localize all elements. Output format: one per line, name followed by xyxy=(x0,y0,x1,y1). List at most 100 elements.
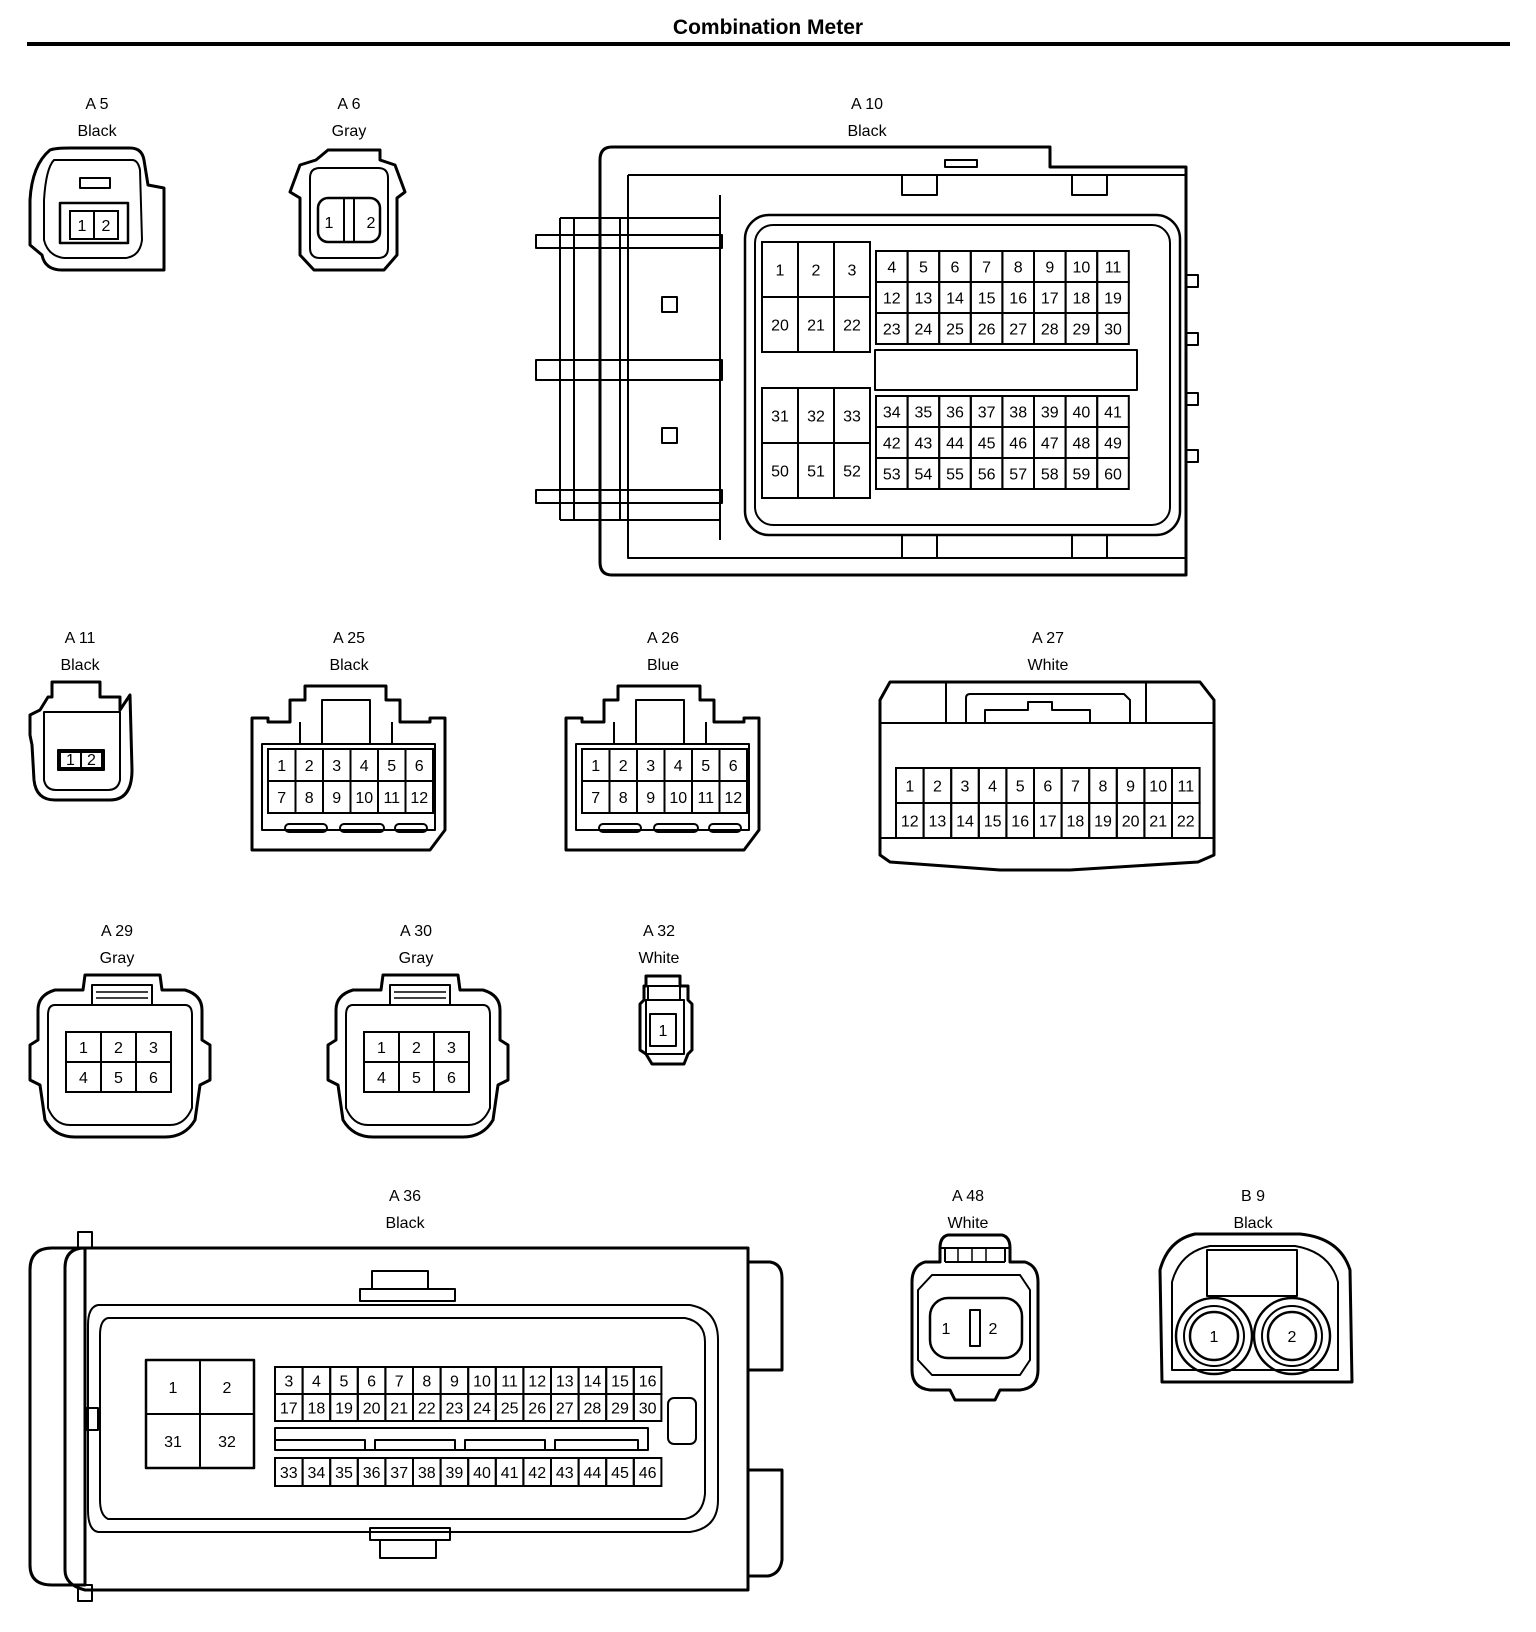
a6-pin-2: 2 xyxy=(367,215,376,232)
a25-pin-11: 11 xyxy=(383,790,400,807)
connector-a48 xyxy=(910,1233,1040,1402)
a29-pin-6-cavity xyxy=(135,1061,172,1093)
a36-pin-4: 4 xyxy=(312,1373,321,1390)
a27-pin-10: 10 xyxy=(1149,778,1167,795)
a25-pin-3: 3 xyxy=(332,758,341,775)
a11-pin-2-cavity xyxy=(80,751,103,769)
a36-pin-2: 2 xyxy=(223,1380,232,1397)
a48-pin-2: 2 xyxy=(989,1321,998,1338)
a25-pin-5: 5 xyxy=(387,758,396,775)
a25-pin-8: 8 xyxy=(305,790,314,807)
connector-a29 xyxy=(28,973,212,1139)
a10-pin-31: 31 xyxy=(771,408,789,425)
a10-pin-11: 11 xyxy=(1105,259,1122,276)
a10-pin-45: 45 xyxy=(978,435,996,452)
a27-pin-18: 18 xyxy=(1067,813,1085,830)
a10-pin-3: 3 xyxy=(848,262,857,279)
a10-pin-57: 57 xyxy=(1009,466,1027,483)
a26-pin-3: 3 xyxy=(646,758,655,775)
a10-pin-15: 15 xyxy=(978,290,996,307)
a10-pin-5: 5 xyxy=(919,259,928,276)
a30-pin-5: 5 xyxy=(412,1070,421,1087)
a36-pin-38: 38 xyxy=(418,1465,436,1482)
a10-pin-8: 8 xyxy=(1014,259,1023,276)
a10-pin-39: 39 xyxy=(1041,404,1059,421)
a10-pin-19: 19 xyxy=(1104,290,1122,307)
a36-pin-41: 41 xyxy=(501,1465,519,1482)
a48-pin-1: 1 xyxy=(942,1321,951,1338)
a29-color: Gray xyxy=(99,950,135,967)
a26-pin-10: 10 xyxy=(669,790,687,807)
a30-pin-6-cavity xyxy=(433,1061,470,1093)
a27-pin-7: 7 xyxy=(1071,778,1080,795)
a36-pin-34: 34 xyxy=(308,1465,326,1482)
a25-pin-4: 4 xyxy=(360,758,369,775)
a10-pin-36: 36 xyxy=(946,404,964,421)
a27-pin-16: 16 xyxy=(1011,813,1029,830)
a5-pin-1: 1 xyxy=(78,218,87,235)
a30-pin-6: 6 xyxy=(447,1070,456,1087)
a29-pin-4: 4 xyxy=(79,1070,88,1087)
a11-pin-1: 1 xyxy=(66,752,75,769)
a29-pin-6: 6 xyxy=(149,1070,158,1087)
a29-pin-2: 2 xyxy=(114,1040,123,1057)
a10-color: Black xyxy=(847,123,887,140)
a27-pin-22: 22 xyxy=(1177,813,1195,830)
a26-code: A 26 xyxy=(646,630,680,647)
page-title: Combination Meter xyxy=(672,16,864,39)
a36-pin-11: 11 xyxy=(501,1373,518,1390)
a10-pin-16: 16 xyxy=(1009,290,1027,307)
a36-pin-45: 45 xyxy=(611,1465,629,1482)
a36-pin-46: 46 xyxy=(639,1465,657,1482)
a10-pin-42: 42 xyxy=(883,435,901,452)
a5-pin-2: 2 xyxy=(102,218,111,235)
a27-pin-5: 5 xyxy=(1016,778,1025,795)
a30-color: Gray xyxy=(398,950,434,967)
b9-pin-2: 2 xyxy=(1288,1329,1297,1346)
a10-pin-24: 24 xyxy=(915,321,933,338)
a10-pin-26: 26 xyxy=(978,321,996,338)
a10-pin-47: 47 xyxy=(1041,435,1059,452)
a10-pin-30-cavity xyxy=(1096,312,1130,345)
a10-pin-14: 14 xyxy=(946,290,964,307)
a36-pin-18: 18 xyxy=(308,1400,326,1417)
a27-pin-14: 14 xyxy=(956,813,974,830)
a27-pin-2: 2 xyxy=(933,778,942,795)
a30-code: A 30 xyxy=(399,923,433,940)
a36-pin-40: 40 xyxy=(473,1465,491,1482)
a10-pin-35: 35 xyxy=(915,404,933,421)
a25-pin-7: 7 xyxy=(277,790,286,807)
a36-pin-28: 28 xyxy=(584,1400,602,1417)
a26-color: Blue xyxy=(646,657,680,674)
a25-pin-2: 2 xyxy=(305,758,314,775)
a10-pin-18: 18 xyxy=(1073,290,1091,307)
a10-code: A 10 xyxy=(850,96,884,113)
a10-pin-41: 41 xyxy=(1104,404,1122,421)
a10-pin-50: 50 xyxy=(771,463,789,480)
a29-pin-3: 3 xyxy=(149,1040,158,1057)
a10-pin-9: 9 xyxy=(1045,259,1054,276)
a36-pin-32-cavity xyxy=(199,1413,255,1469)
a27-code: A 27 xyxy=(1031,630,1065,647)
a10-pin-52-cavity xyxy=(833,442,871,499)
a36-pin-13: 13 xyxy=(556,1373,574,1390)
a10-pin-13: 13 xyxy=(915,290,933,307)
a26-pin-8: 8 xyxy=(619,790,628,807)
a10-pin-37: 37 xyxy=(978,404,996,421)
connector-a32 xyxy=(638,974,694,1066)
a29-code: A 29 xyxy=(100,923,134,940)
a26-pin-5: 5 xyxy=(701,758,710,775)
a30-pin-3: 3 xyxy=(447,1040,456,1057)
a10-pin-25: 25 xyxy=(946,321,964,338)
a36-pin-44: 44 xyxy=(584,1465,602,1482)
a36-pin-5: 5 xyxy=(340,1373,349,1390)
a10-pin-33: 33 xyxy=(843,408,861,425)
a10-pin-38: 38 xyxy=(1009,404,1027,421)
a36-pin-20: 20 xyxy=(363,1400,381,1417)
a27-pin-21: 21 xyxy=(1149,813,1167,830)
a26-pin-7: 7 xyxy=(591,790,600,807)
a36-pin-1: 1 xyxy=(169,1380,178,1397)
a30-pin-4: 4 xyxy=(377,1070,386,1087)
a27-pin-3: 3 xyxy=(961,778,970,795)
